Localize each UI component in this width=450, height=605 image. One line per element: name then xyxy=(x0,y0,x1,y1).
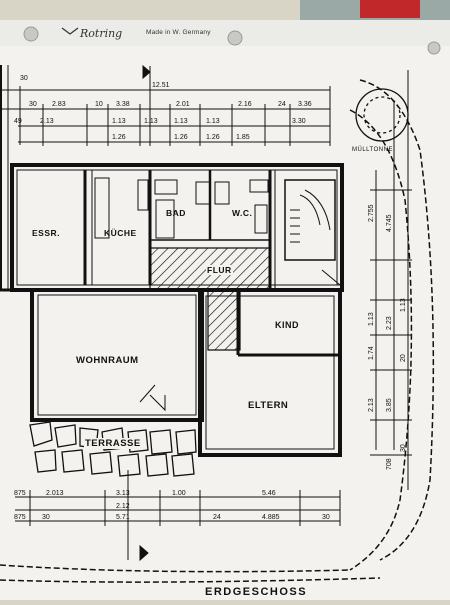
dim-top-f: 2.16 xyxy=(238,101,252,108)
dim-top-r2b: 1.13 xyxy=(112,118,126,125)
dim-right-e: 1.13 xyxy=(368,312,375,326)
room-label-eltern: ELTERN xyxy=(248,400,289,411)
binder-strip xyxy=(0,20,450,50)
dim-right-f: 3.85 xyxy=(386,398,393,412)
dim-top-left30: 30 xyxy=(20,75,28,82)
dim-bottom-i: 5.71 xyxy=(116,514,130,521)
dim-right-j: 30 xyxy=(400,444,407,452)
dim-top-b: 2.83 xyxy=(52,101,66,108)
dim-top-d: 3.38 xyxy=(116,101,130,108)
muelltonne-label: MÜLLTONNE xyxy=(352,147,393,153)
dim-bottom-a: 2.013 xyxy=(46,490,64,497)
dim-right-h: 1.13 xyxy=(400,298,407,312)
dim-bottom-d: 5.46 xyxy=(262,490,276,497)
room-label-kind: KIND xyxy=(275,320,299,330)
dim-bottom-l: 875 xyxy=(14,514,26,521)
dim-top-r2e: 1.13 xyxy=(206,118,220,125)
dim-bottom-k: 875 xyxy=(14,490,26,497)
room-label-essr: ESSR. xyxy=(32,228,61,238)
dim-bottom-g: 4.885 xyxy=(262,514,280,521)
brand-name: Rotring xyxy=(80,27,123,40)
dim-right-b: 4.745 xyxy=(386,214,393,232)
room-label-terrasse: TERRASSE xyxy=(84,438,142,449)
floor-title: ERDGESCHOSS xyxy=(205,586,308,598)
dim-top-r2d: 1.13 xyxy=(174,118,188,125)
dim-top-left49: 49 xyxy=(14,118,22,125)
dim-top-r3c: 1.26 xyxy=(206,134,220,141)
dim-top-e: 2.01 xyxy=(176,101,190,108)
punch-hole xyxy=(23,26,39,42)
flur-hatching xyxy=(149,247,271,351)
dim-top-r3d: 1.85 xyxy=(236,134,250,141)
dim-bottom-h: 30 xyxy=(322,514,330,521)
garden-outline xyxy=(0,79,435,583)
dim-right-a: 2.755 xyxy=(368,204,375,222)
dim-bottom-e: 2.12 xyxy=(116,503,130,510)
room-label-bad: BAD xyxy=(166,208,186,218)
bathroom-fixtures xyxy=(94,177,269,239)
dim-top-r2a: 2.13 xyxy=(40,118,54,125)
dim-top-h: 3.36 xyxy=(298,101,312,108)
muelltonne-symbol xyxy=(355,88,409,142)
dim-bottom-b: 3.13 xyxy=(116,490,130,497)
desk-red-object xyxy=(360,0,420,18)
dim-top-r3b: 1.26 xyxy=(174,134,188,141)
room-label-kueche: KÜCHE xyxy=(104,228,137,238)
dim-bottom-j: 30 xyxy=(42,514,50,521)
dim-right-k: 708 xyxy=(386,458,393,470)
dim-top-total: 12.51 xyxy=(152,82,170,89)
dim-bottom-c: 1.00 xyxy=(172,490,186,497)
dim-top-c: 10 xyxy=(95,101,103,108)
dim-top-r2c: 1.13 xyxy=(144,118,158,125)
room-label-wohnraum: WOHNRAUM xyxy=(76,355,139,366)
made-in-label: Made in W. Germany xyxy=(146,29,211,36)
dim-top-r2f: 3.30 xyxy=(292,118,306,125)
door-swings xyxy=(139,269,342,412)
dim-right-c: 1.74 xyxy=(368,346,375,360)
room-label-wc: W.C. xyxy=(232,208,253,218)
punch-hole xyxy=(427,41,441,55)
dim-bottom-f: 24 xyxy=(213,514,221,521)
dimension-lines xyxy=(0,64,412,562)
dim-top-g: 24 xyxy=(278,101,286,108)
dim-top-a: 30 xyxy=(29,101,37,108)
terrace-paving xyxy=(29,421,197,477)
dim-right-g: 2.23 xyxy=(386,316,393,330)
dim-right-i: 20 xyxy=(400,354,407,362)
punch-hole xyxy=(227,30,243,46)
dim-right-d: 2.13 xyxy=(368,398,375,412)
dim-top-r3a: 1.26 xyxy=(112,134,126,141)
brand-logo-icon xyxy=(61,27,79,35)
room-label-flur: FLUR xyxy=(206,265,233,275)
